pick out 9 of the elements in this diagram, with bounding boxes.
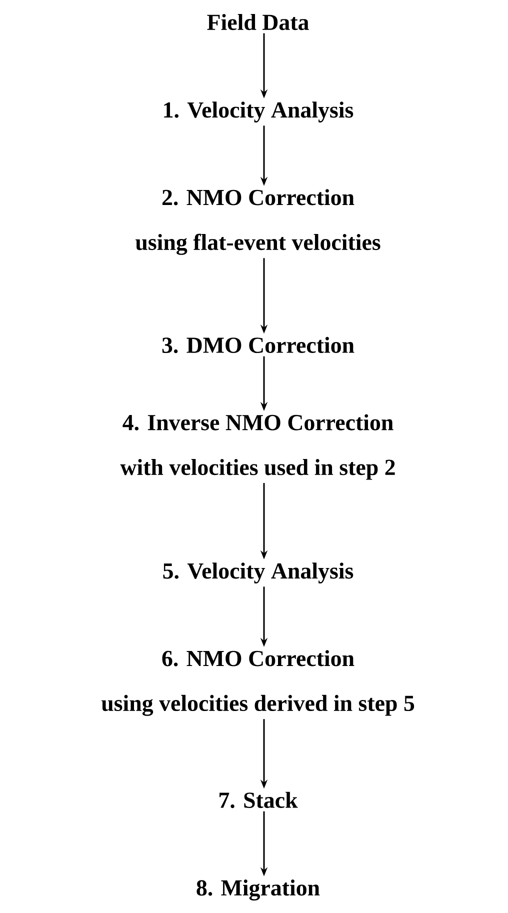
step-label: Field Data	[207, 14, 309, 30]
step-label: 3. DMO Correction	[162, 336, 354, 354]
step-label: 1. Velocity Analysis	[164, 102, 354, 122]
step-label: 8. Migration	[196, 880, 320, 900]
step-label: 5. Velocity Analysis	[163, 562, 354, 584]
step-label: 4. Inverse NMO Correction with velocities used in step 2	[120, 414, 395, 480]
step-label: 7. Stack	[220, 792, 298, 808]
step-label: 2. NMO Correction using flat-event velocities	[136, 189, 380, 255]
step-label: 6. NMO Correction using velocities derived in step 5	[101, 650, 414, 716]
